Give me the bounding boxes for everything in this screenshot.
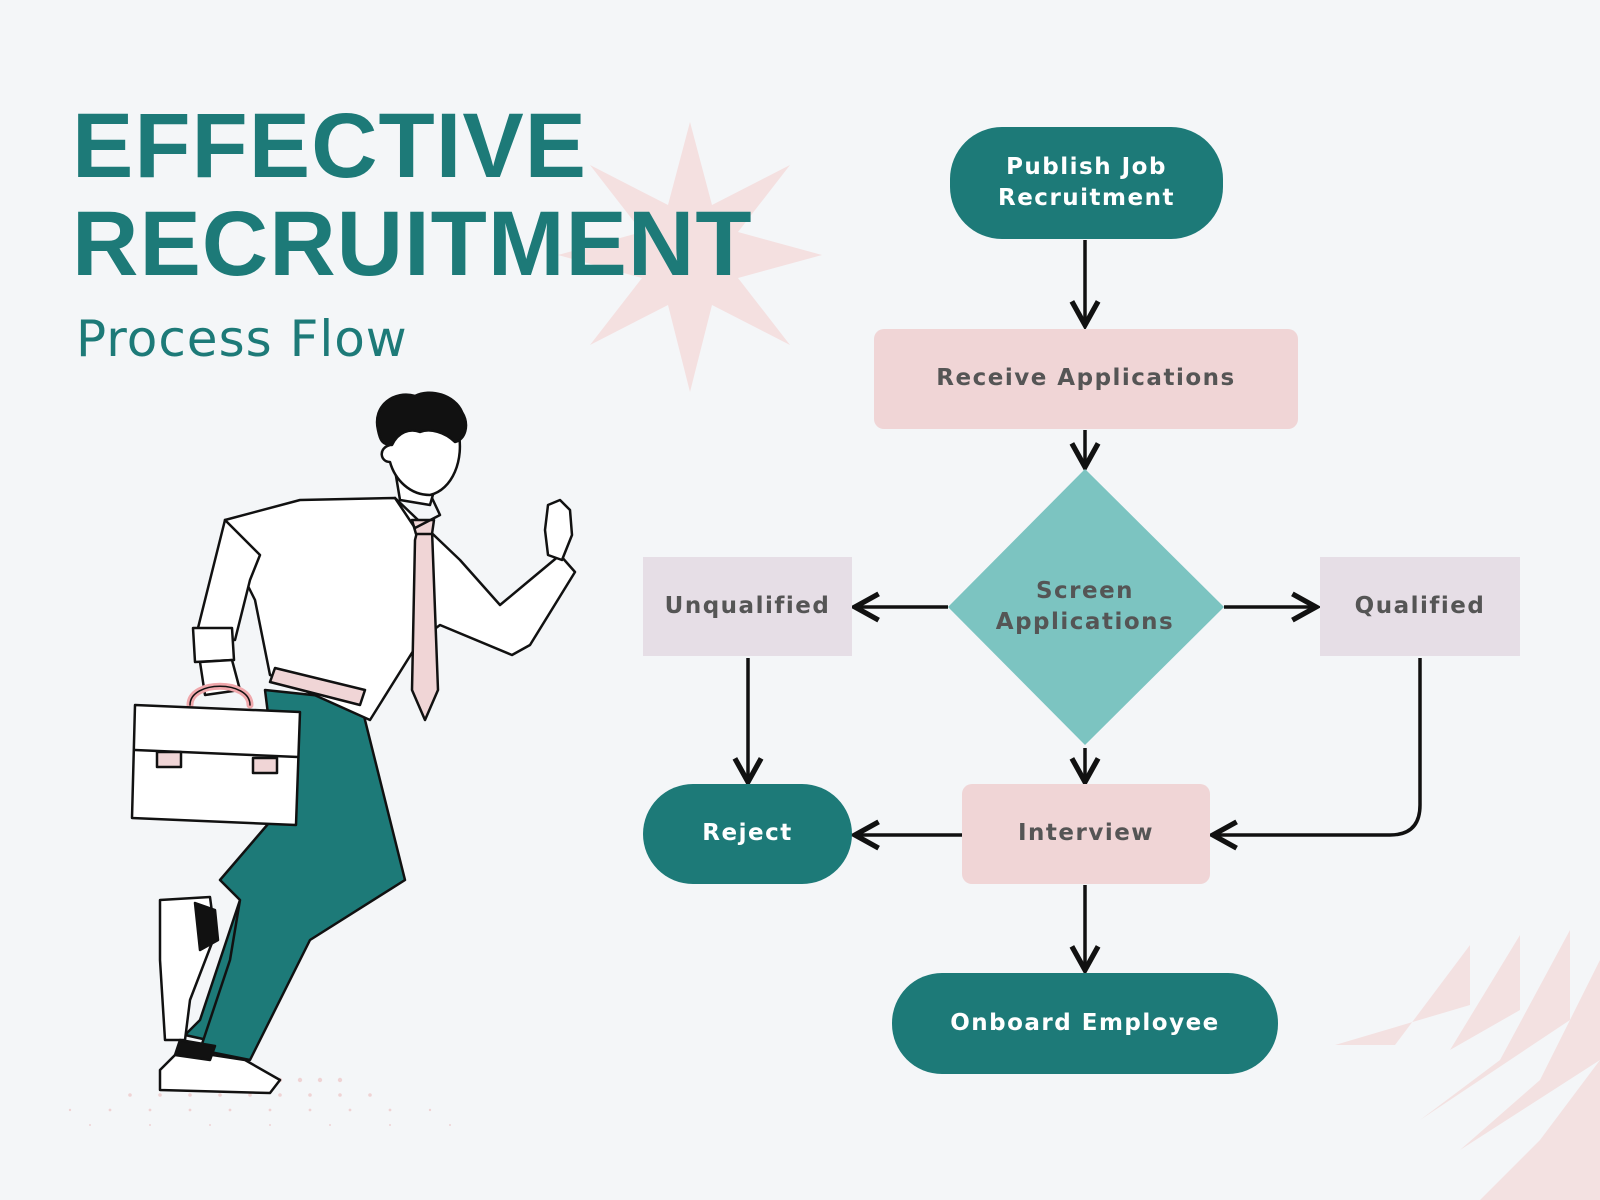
node-onboard-employee: Onboard Employee — [892, 973, 1278, 1074]
node-receive-applications-label: Receive Applications — [936, 365, 1236, 392]
node-receive-applications: Receive Applications — [874, 329, 1298, 429]
corner-spikes-decor — [1335, 930, 1600, 1200]
node-screen-applications: Screen Applications — [985, 570, 1185, 644]
title-line-2: RECRUITMENT — [72, 193, 753, 295]
node-qualified: Qualified — [1320, 557, 1520, 656]
node-unqualified: Unqualified — [643, 557, 852, 656]
node-reject-label: Reject — [702, 820, 793, 847]
node-reject: Reject — [643, 784, 852, 884]
node-onboard-employee-label: Onboard Employee — [950, 1009, 1220, 1036]
title-line-1: EFFECTIVE — [72, 95, 588, 197]
node-publish-job: Publish Job Recruitment — [950, 127, 1223, 239]
node-interview-label: Interview — [1017, 820, 1155, 847]
subtitle: Process Flow — [76, 310, 408, 368]
node-qualified-label: Qualified — [1354, 592, 1486, 619]
node-screen-applications-label: Screen Applications — [995, 577, 1175, 635]
node-unqualified-label: Unqualified — [664, 592, 831, 619]
node-publish-job-label: Publish Job Recruitment — [998, 153, 1175, 211]
arrow-qualified-to-interview — [1213, 658, 1422, 835]
node-interview: Interview — [962, 784, 1210, 884]
starburst-decor — [558, 122, 822, 392]
